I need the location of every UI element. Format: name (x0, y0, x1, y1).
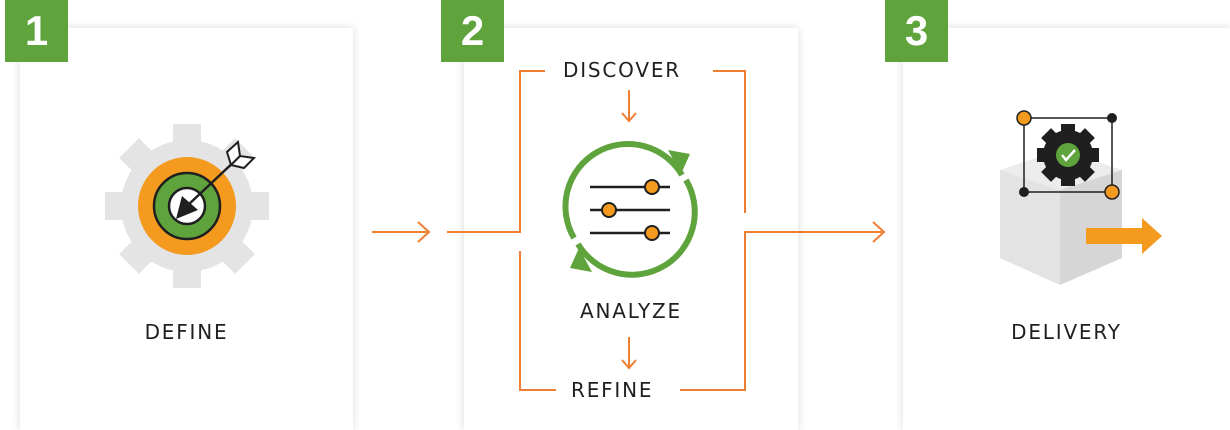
down-arrow-icon (621, 337, 637, 370)
package-gear-icon (1000, 110, 1162, 285)
connector-arrow-2 (818, 221, 886, 243)
analyze-bottom-label: REFINE (561, 378, 664, 402)
step-label-define: DEFINE (144, 320, 229, 344)
analyze-loop-bracket (447, 70, 818, 391)
step-number-badge: 1 (5, 0, 68, 62)
step-number-badge: 2 (441, 0, 504, 62)
connector-arrow-1 (372, 221, 431, 243)
down-arrow-icon (621, 90, 637, 123)
step-label-delivery: DELIVERY (1011, 320, 1122, 344)
sliders-refresh-icon (562, 140, 698, 278)
analyze-top-label: DISCOVER (553, 58, 691, 82)
step-label-analyze: ANALYZE (580, 299, 682, 323)
step-number-badge: 3 (885, 0, 948, 62)
target-gear-icon (105, 124, 269, 288)
